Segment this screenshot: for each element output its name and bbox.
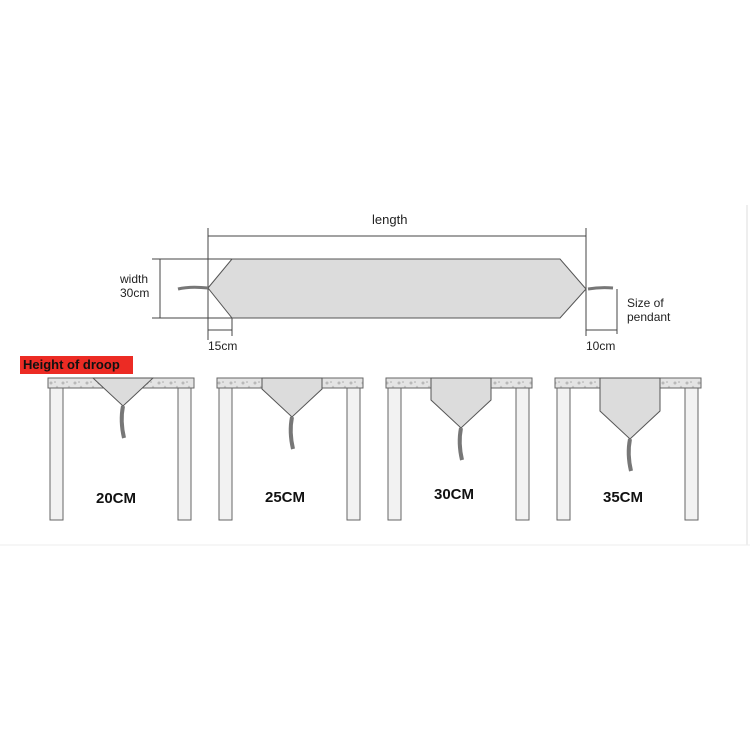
left-tassel-icon <box>177 285 209 291</box>
table-runner-shape <box>207 258 587 319</box>
droop-size-label: 35CM <box>603 489 644 506</box>
table-leg <box>684 387 699 521</box>
runner-drop <box>599 377 661 440</box>
tassel-icon <box>119 405 126 439</box>
dimension-lines <box>152 228 618 340</box>
pendant-value: 10cm <box>586 339 616 353</box>
table-leg <box>218 387 233 521</box>
tassel-icon <box>457 427 464 461</box>
tip-length-label: 15cm <box>208 339 238 353</box>
table-illustration <box>554 377 702 521</box>
pendant-label-1: Size of <box>627 296 664 310</box>
table-leg <box>556 387 571 521</box>
droop-size-label: 25CM <box>265 489 306 506</box>
droop-title-badge: Height of droop <box>20 356 133 374</box>
tassel-icon <box>626 438 633 472</box>
width-label: width <box>120 272 149 286</box>
table-leg <box>515 387 530 521</box>
runner-drop <box>91 377 155 407</box>
droop-size-label: 30CM <box>434 486 475 503</box>
table-leg <box>346 387 361 521</box>
droop-size-label: 20CM <box>96 490 137 507</box>
width-value: 30cm <box>120 286 150 300</box>
tassel-icon <box>288 416 295 450</box>
right-tassel-icon <box>587 286 614 291</box>
runner-drop <box>261 377 323 418</box>
table-leg <box>387 387 402 521</box>
table-leg <box>177 387 192 521</box>
table-illustration <box>385 377 533 521</box>
table-illustration <box>47 377 195 521</box>
runner-drop <box>430 377 492 429</box>
pendant-label-2: pendant <box>627 310 671 324</box>
table-leg <box>49 387 64 521</box>
table-illustration <box>216 377 364 521</box>
length-label: length <box>372 212 408 227</box>
